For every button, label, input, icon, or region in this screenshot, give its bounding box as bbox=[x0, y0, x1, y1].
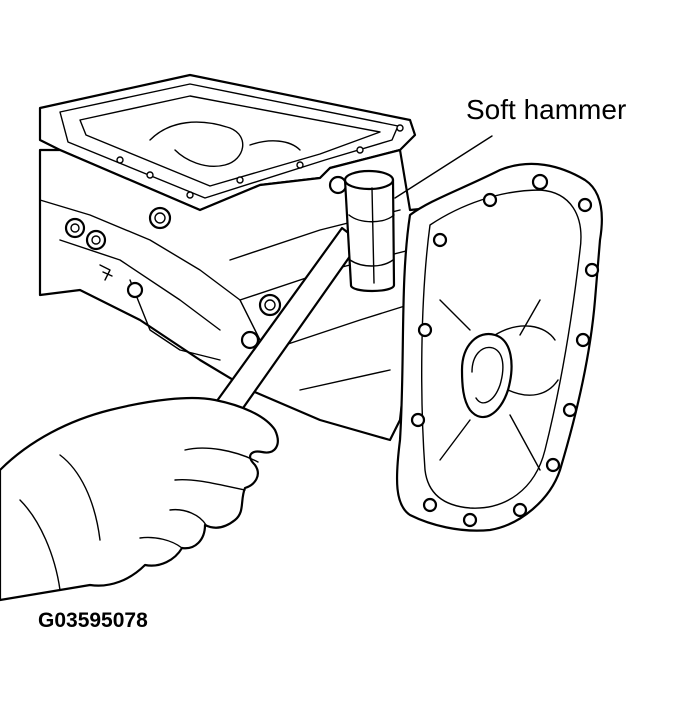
callout-leader-line bbox=[394, 135, 493, 199]
bell-housing bbox=[395, 162, 603, 532]
soft-hammer bbox=[212, 169, 396, 420]
figure-id: G03595078 bbox=[38, 609, 148, 632]
soft-hammer-label: Soft hammer bbox=[466, 94, 627, 125]
hand bbox=[0, 396, 279, 602]
